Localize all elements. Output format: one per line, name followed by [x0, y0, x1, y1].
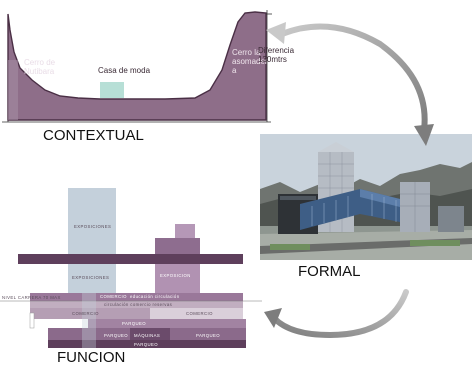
label-casa-de-moda: Casa de moda [98, 66, 151, 75]
terrain-profile [0, 0, 275, 125]
block-exposiciones-mid: EXPOSICIONES [72, 275, 109, 280]
funcion-diagram: EXPOSICIONES EXPOSICIONES EXPOSICION COM… [0, 180, 262, 348]
terrain-shape [7, 11, 267, 121]
block-parqueo-left: PARQUEO [104, 333, 128, 338]
block-circulacion: circulación comercio reservas [104, 302, 172, 307]
caption-formal: FORMAL [298, 263, 361, 280]
block-parqueo-band: PARQUEO [122, 321, 146, 326]
formal-render [260, 134, 472, 260]
block-parqueo-bottom: PARQUEO [134, 342, 158, 347]
contextual-panel: Cerro de Nutibara Casa de moda Cerro la … [0, 0, 294, 125]
block-comercio-top-note: educación circulación [130, 294, 180, 299]
label-cerro-nutibara: Cerro de Nutibara [24, 58, 56, 76]
casa-de-moda-block [100, 82, 124, 98]
block-maquinas: MÁQUINAS [134, 333, 160, 338]
label-street-level: NIVEL CARRERA 70 MAX [2, 295, 61, 300]
block-comercio-left: COMERCIO [72, 311, 99, 316]
block-exposiciones-top: EXPOSICIONES [74, 224, 111, 229]
caption-contextual: CONTEXTUAL [43, 127, 144, 144]
block-comercio-top: COMERCIO [100, 294, 127, 299]
label-cerro-asomadera: Cerro la asomader a [232, 48, 268, 75]
caption-funcion: FUNCION [57, 349, 126, 366]
block-comercio-right: COMERCIO [186, 311, 213, 316]
arrow-formal-to-funcion [264, 289, 409, 339]
block-exposicion-right: EXPOSICION [160, 273, 191, 278]
arrow-contextual-to-formal [266, 22, 434, 146]
block-parqueo-right: PARQUEO [196, 333, 220, 338]
